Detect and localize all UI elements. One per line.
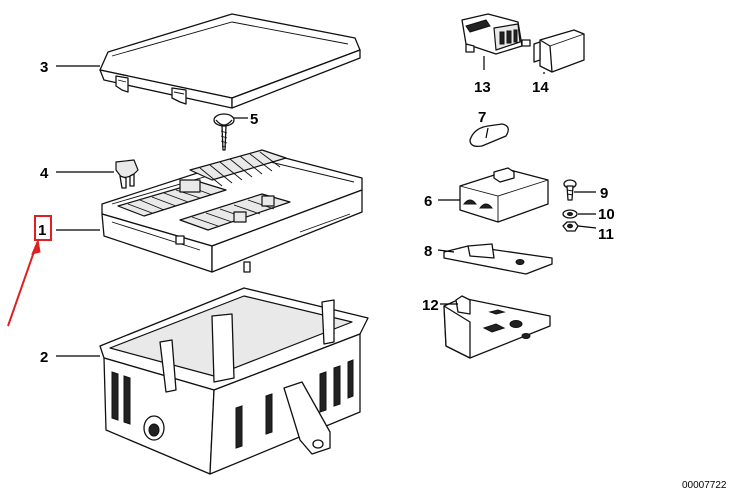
callout-13: 13 bbox=[474, 79, 491, 96]
part-2-housing[interactable] bbox=[99, 287, 369, 475]
part-11-nut[interactable] bbox=[562, 221, 579, 232]
part-9-screw[interactable] bbox=[563, 179, 577, 201]
highlight-part-1 bbox=[7, 215, 52, 327]
leader-lines bbox=[56, 56, 597, 357]
callout-5: 5 bbox=[250, 111, 258, 128]
callout-2: 2 bbox=[40, 349, 48, 366]
highlight-arrow-head bbox=[31, 238, 41, 255]
part-14-relay[interactable] bbox=[533, 29, 585, 73]
callout-3: 3 bbox=[40, 59, 48, 76]
part-10-washer[interactable] bbox=[562, 209, 578, 219]
part-3-cover[interactable] bbox=[99, 13, 361, 109]
part-8-plate[interactable] bbox=[443, 243, 553, 275]
callout-4: 4 bbox=[40, 165, 49, 182]
part-13-relay-socket[interactable] bbox=[461, 13, 531, 55]
diagram-reference-number: 00007722 bbox=[682, 480, 727, 491]
callout-11: 11 bbox=[598, 226, 614, 243]
highlight-arrow-shaft bbox=[7, 245, 37, 327]
part-5-screw[interactable] bbox=[213, 113, 235, 151]
highlight-box bbox=[34, 215, 52, 241]
part-12-bracket[interactable] bbox=[443, 295, 551, 359]
callout-14: 14 bbox=[532, 79, 549, 96]
part-6-cap[interactable] bbox=[459, 167, 549, 223]
part-4-fuse[interactable] bbox=[115, 159, 139, 189]
callout-10: 10 bbox=[598, 206, 615, 223]
callout-12: 12 bbox=[422, 297, 439, 314]
callout-1: 1 bbox=[38, 222, 46, 239]
part-7-fuse-strip[interactable] bbox=[469, 123, 509, 148]
callout-6: 6 bbox=[424, 193, 432, 210]
callout-8: 8 bbox=[424, 243, 432, 260]
callout-9: 9 bbox=[600, 185, 608, 202]
part-1-fuse-block[interactable] bbox=[101, 149, 363, 273]
callout-7: 7 bbox=[478, 109, 486, 126]
